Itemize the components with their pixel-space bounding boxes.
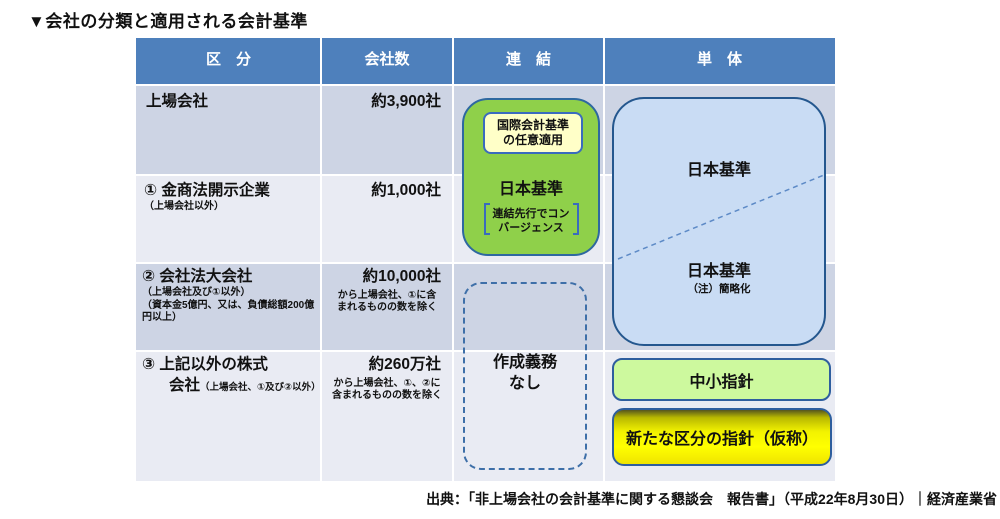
- diagonal-dashed-line: [617, 174, 824, 260]
- row2-label-main: ① 金商法開示企業: [144, 182, 270, 199]
- classification-table: 区 分 会社数 連 結 単 体 上場会社 約3,900社 ① 金商法開示企業 （…: [136, 38, 835, 481]
- page-title: ▼会社の分類と適用される会計基準: [28, 12, 308, 31]
- new-guideline-label: 新たな区分の指針（仮称）: [625, 431, 818, 448]
- standalone-japan-standard-bottom-label: 日本基準: [686, 263, 751, 280]
- consolidated-green-box: 国際会計基準 の任意適用 日本基準 連結先行でコン バージェンス: [462, 98, 600, 256]
- row4-count: 約260万社: [368, 356, 441, 373]
- row2-label: ① 金商法開示企業 （上場会社以外）: [144, 180, 270, 214]
- chusho-shishin-box: 中小指針: [612, 358, 831, 401]
- row4-label: ③ 上記以外の株式 会社（上場会社、①及び②以外）: [142, 354, 321, 398]
- row3-count-note: から上場会社、①に含 まれるものの数を除く: [337, 290, 437, 313]
- simplification-note: （注）簡略化: [687, 283, 751, 295]
- header-band: [136, 38, 835, 84]
- row1-label: 上場会社: [146, 93, 209, 110]
- bracket-right: [572, 203, 579, 235]
- header-renketsu: 連 結: [505, 51, 551, 68]
- column-divider: [452, 38, 454, 481]
- header-kubun: 区 分: [205, 51, 251, 68]
- bracket-left: [483, 203, 490, 235]
- header-count: 会社数: [364, 51, 410, 68]
- row3-label: ② 会社法大会社 （上場会社及び①以外） （資本金5億円、又は、負債総額200億…: [142, 266, 314, 325]
- standalone-japan-standard-bottom: 日本基準 （注）簡略化: [614, 262, 824, 296]
- row4-label-line2-main: 会社: [169, 377, 201, 394]
- standalone-blue-box: 日本基準 日本基準 （注）簡略化: [612, 97, 826, 346]
- column-divider: [603, 38, 605, 481]
- chusho-shishin-label: 中小指針: [689, 373, 754, 391]
- row4-count-note: から上場会社、①、②に 含まれるものの数を除く: [332, 378, 442, 401]
- no-obligation-dashed-box: 作成義務 なし: [463, 282, 587, 470]
- row3-count: 約10,000社: [362, 268, 441, 285]
- row4-label-line1: ③ 上記以外の株式: [142, 356, 268, 373]
- consolidated-japan-standard: 日本基準: [498, 181, 563, 198]
- row2-label-sub: （上場会社以外）: [144, 201, 224, 212]
- row3-label-sub1: （上場会社及び①以外）: [142, 287, 251, 298]
- ifrs-optional-box: 国際会計基準 の任意適用: [483, 112, 583, 154]
- row1-count: 約3,900社: [371, 93, 441, 110]
- row4-label-line2: 会社（上場会社、①及び②以外）: [169, 375, 321, 398]
- header-tantai: 単 体: [696, 51, 742, 68]
- row3-label-sub2: （資本金5億円、又は、負債総額200億 円以上）: [142, 299, 315, 324]
- row2-count: 約1,000社: [371, 182, 441, 199]
- convergence-bracket: 連結先行でコン バージェンス: [464, 203, 598, 235]
- no-obligation-text: 作成義務 なし: [492, 354, 557, 392]
- new-guideline-box: 新たな区分の指針（仮称）: [612, 408, 832, 466]
- row4-label-inline-sub: （上場会社、①及び②以外）: [200, 382, 321, 393]
- standalone-japan-standard-top: 日本基準: [686, 162, 751, 179]
- column-divider: [320, 38, 322, 481]
- convergence-text: 連結先行でコン バージェンス: [492, 208, 570, 234]
- row3-label-main: ② 会社法大会社: [142, 268, 253, 285]
- source-caption: 出典：「非上場会社の会計基準に関する懇談会 報告書」（平成22年8月30日）｜経…: [426, 491, 997, 507]
